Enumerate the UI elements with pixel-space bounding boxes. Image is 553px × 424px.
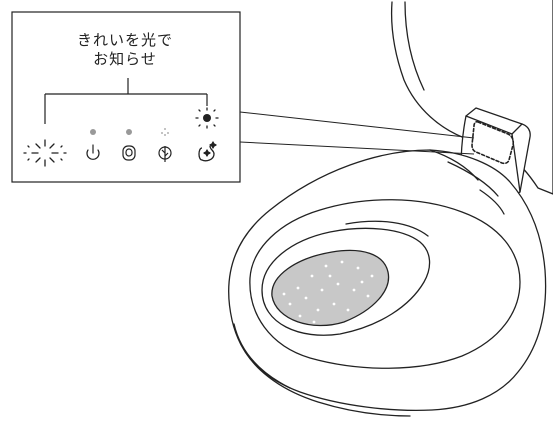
callout-leaders	[239, 111, 475, 155]
callout-caption: きれいを光で お知らせ	[12, 31, 238, 69]
caption-line-1: きれいを光で	[76, 31, 173, 49]
power-icon	[86, 144, 100, 160]
bowl-indicator-dot	[126, 129, 132, 135]
caption-bracket	[44, 78, 208, 124]
sparkle-burst-icon	[23, 139, 67, 167]
power-indicator-dot	[90, 129, 96, 135]
bowl-inner	[261, 227, 431, 336]
toilet-rim	[249, 199, 521, 369]
water-sparkles	[282, 260, 374, 324]
indicator-dots	[90, 107, 219, 136]
leaf-icon	[158, 146, 172, 162]
caption-line-2: お知らせ	[93, 50, 157, 68]
bowl-water	[271, 249, 390, 327]
clean-indicator-lit	[195, 107, 219, 129]
toilet-illustration	[228, 0, 553, 417]
toilet-base	[237, 337, 411, 417]
leaf-indicator-dot	[161, 128, 169, 136]
panel-light-area	[471, 120, 515, 165]
tank-inner-line	[404, 1, 425, 91]
bowl-icon	[122, 145, 136, 161]
sparkle-clean-icon	[198, 141, 217, 162]
